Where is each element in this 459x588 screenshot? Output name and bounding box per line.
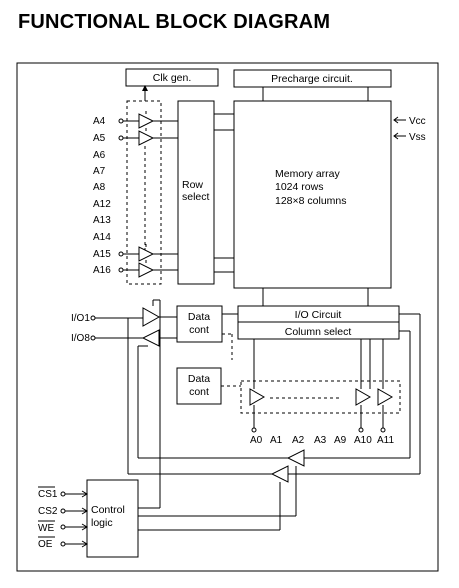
pin-a14: A14 <box>93 232 111 243</box>
pin-oe: OE <box>38 539 53 550</box>
pin-a13: A13 <box>93 215 111 226</box>
precharge-block <box>233 69 392 88</box>
control-logic-line-1: Control <box>91 504 125 516</box>
io-buffer-in <box>142 307 161 327</box>
pin-a11: A11 <box>377 435 394 446</box>
pin-a15: A15 <box>93 249 111 260</box>
data-cont-top-line-1: Data <box>188 311 210 323</box>
io-buffer-out <box>141 329 160 347</box>
write-enable-gate <box>286 449 305 467</box>
clk-gen-block <box>125 68 219 87</box>
row-buffer-a16 <box>118 260 178 278</box>
pin-a10: A10 <box>354 435 372 446</box>
data-cont-top-block <box>176 305 223 343</box>
pin-a2: A2 <box>292 435 305 446</box>
pin-a7: A7 <box>93 166 106 177</box>
io-circuit-label: I/O Circuit <box>295 309 342 321</box>
memory-array-line-3: 128×8 columns <box>275 195 347 207</box>
column-buffer-a0 <box>249 339 266 433</box>
pin-a4: A4 <box>93 116 106 127</box>
pin-a12: A12 <box>93 199 111 210</box>
control-logic-line-2: logic <box>91 517 113 529</box>
pin-a6: A6 <box>93 150 106 161</box>
row-select-line-1: Row <box>182 179 203 191</box>
pin-a0: A0 <box>250 435 263 446</box>
pin-a5: A5 <box>93 133 106 144</box>
clk-gen-label: Clk gen. <box>153 72 192 84</box>
data-cont-top-line-2: cont <box>189 324 209 336</box>
diagram-frame <box>16 62 439 572</box>
pin-cs1: CS1 <box>38 489 58 500</box>
control-logic-block <box>86 479 139 558</box>
pin-io8: I/O8 <box>71 333 90 344</box>
pin-we: WE <box>38 523 54 534</box>
data-cont-bottom-line-2: cont <box>189 386 209 398</box>
pin-a3: A3 <box>314 435 327 446</box>
memory-array-block <box>233 100 392 289</box>
column-buffer-a10 <box>355 339 372 433</box>
column-select-label: Column select <box>285 326 352 338</box>
output-enable-gate <box>270 465 289 483</box>
pin-cs2: CS2 <box>38 506 58 517</box>
pin-a1: A1 <box>270 435 283 446</box>
address-buffer-rail <box>126 100 162 285</box>
row-select-line-2: select <box>182 191 210 203</box>
memory-array-line-2: 1024 rows <box>275 181 323 193</box>
data-cont-bottom-line-1: Data <box>188 373 210 385</box>
page-title: FUNCTIONAL BLOCK DIAGRAM <box>18 11 331 33</box>
pin-io1: I/O1 <box>71 313 90 324</box>
row-select-block <box>177 100 215 285</box>
row-buffer-a4 <box>118 111 178 129</box>
pin-a8: A8 <box>93 182 106 193</box>
precharge-label: Precharge circuit. <box>271 73 353 85</box>
vcc-label: Vcc <box>409 116 426 127</box>
memory-array-line-1: Memory array <box>275 168 341 180</box>
row-buffer-a5 <box>118 128 178 146</box>
column-decoder-row <box>240 380 401 414</box>
pin-a9: A9 <box>334 435 347 446</box>
data-cont-bottom-block <box>176 367 222 405</box>
pin-a16: A16 <box>93 265 111 276</box>
column-buffer-a11 <box>377 339 394 433</box>
row-buffer-a15 <box>118 244 178 262</box>
vss-label: Vss <box>409 132 426 143</box>
